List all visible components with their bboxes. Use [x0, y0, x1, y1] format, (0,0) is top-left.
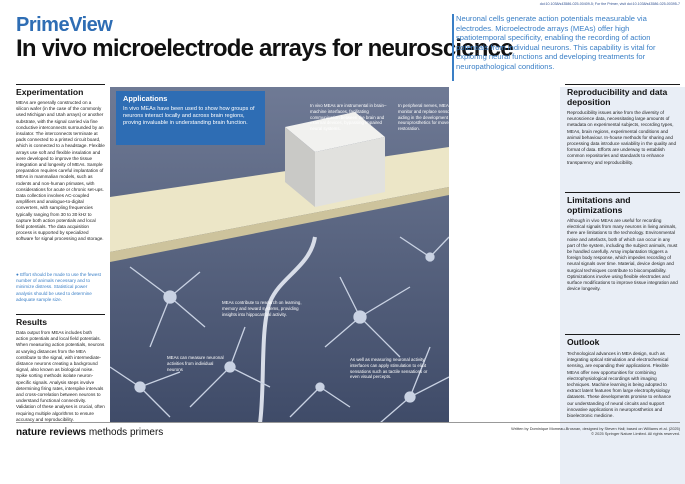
results-heading: Results: [16, 317, 48, 327]
bullet-icon: ●: [16, 272, 21, 277]
page-title: In vivo microelectrode arrays for neuros…: [16, 35, 514, 62]
reproducibility-body: Reproducibility issues arise from the di…: [567, 110, 677, 165]
caption-stimulation: As well as measuring neuronal activity, …: [350, 357, 428, 380]
neuron-field: [110, 236, 449, 423]
ethics-note: ● Effort should be made to use the fewes…: [16, 272, 105, 303]
applications-body: In vivo MEAs have been used to show how …: [123, 106, 255, 126]
applications-box: Applications In vivo MEAs have been used…: [116, 91, 265, 145]
journal-logo: nature reviews methods primers: [16, 427, 163, 438]
applications-heading: Applications: [123, 94, 168, 103]
mea-device: [285, 112, 385, 207]
experimentation-body: MEAs are generally constructed on a sili…: [16, 100, 105, 242]
copyright-line: © 2025 Springer Nature Limited. All righ…: [591, 431, 680, 437]
outlook-heading: Outlook: [567, 337, 600, 347]
logo-light: methods primers: [88, 427, 164, 438]
divider: [565, 192, 680, 193]
footer-divider: [16, 422, 680, 423]
limitations-body: Although in vivo MEAs are useful for rec…: [567, 218, 678, 292]
brand-title: PrimeView: [16, 14, 113, 36]
experimentation-heading: Experimentation: [16, 87, 84, 97]
tissue-edge: [110, 187, 449, 262]
credit-line: Written by Dominique Momeau-Brosnan, des…: [511, 426, 680, 431]
divider: [16, 84, 105, 85]
reproducibility-heading: Reproducibility and data deposition: [567, 87, 668, 107]
mea-illustration: [110, 87, 449, 423]
caption-peripheral-nerves: In peripheral nerves, MEAs help to monit…: [398, 103, 470, 132]
caption-brain-machine: In vivo MEAs are instrumental in brain–m…: [310, 103, 387, 132]
array-cable: [258, 236, 317, 423]
limitations-heading: Limitations and optimizations: [567, 195, 631, 215]
outlook-body: Technological advances in MEA design, su…: [567, 351, 672, 419]
right-column-background: [560, 87, 685, 484]
divider: [565, 334, 680, 335]
doi-line: doi:10.1038/s43586-025-00409-5; For the …: [539, 2, 680, 6]
ethics-note-text: Effort should be made to use the fewest …: [16, 272, 101, 302]
divider: [565, 84, 680, 85]
illustration: [110, 87, 449, 423]
logo-bold: nature reviews: [16, 427, 87, 438]
caption-hippocampus: MEAs contribute to research on learning,…: [222, 300, 302, 317]
credit: Written by Dominique Momeau-Brosnan, des…: [456, 426, 680, 437]
intro-text: Neuronal cells generate action potential…: [456, 14, 656, 71]
results-body: Data output from MEAs includes both acti…: [16, 330, 105, 422]
caption-single-neurons: MEAs can measure neuronal activities fro…: [167, 355, 224, 372]
divider: [16, 314, 105, 315]
intro-rule: [452, 14, 454, 81]
